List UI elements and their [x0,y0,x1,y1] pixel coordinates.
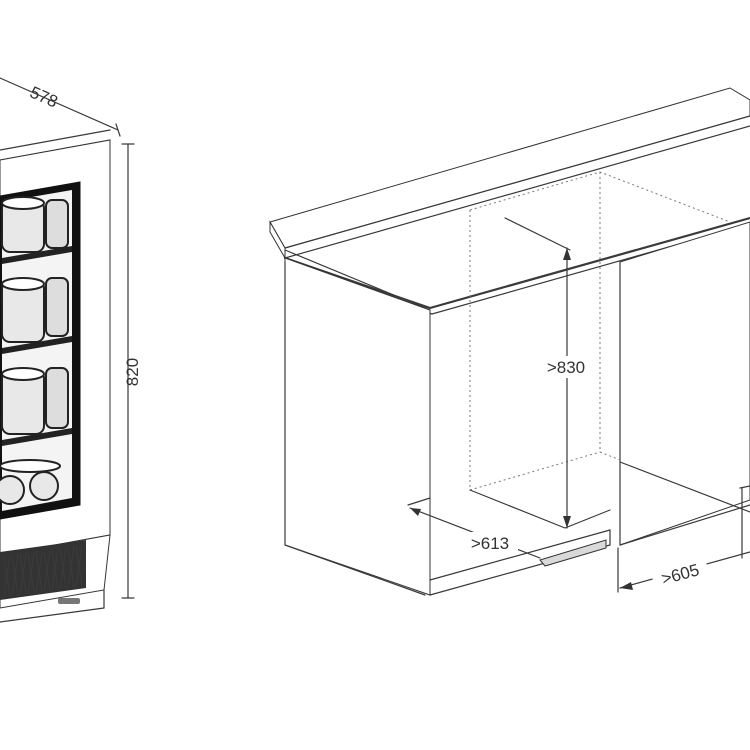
cabinet-height-label: >830 [547,358,585,377]
cabinet-depth-dimension: >613 [407,497,541,559]
cabinet-height-dimension: >830 [504,217,597,529]
fridge-height-label: 820 [123,358,142,386]
fridge-depth-label: 578 [27,83,61,112]
fridge-height-dimension: 820 [121,143,145,599]
cabinet-width-dimension: >605 [617,504,750,593]
cabinet-niche [269,87,750,596]
wine-fridge [0,129,111,623]
cabinet-width-label: >605 [659,560,701,588]
cabinet-depth-label: >613 [471,534,509,553]
left-cabinet [284,257,431,596]
bottle-row-2 [1,277,69,343]
bottle-row-3 [1,367,69,435]
fridge-shelves [2,246,72,446]
fridge-vent-grille [0,540,86,600]
fridge-depth-dimension: 578 [0,77,121,137]
fridge-foot [58,598,80,604]
niche-outline-dotted [469,171,731,491]
countertop [269,87,750,249]
right-cabinet [619,221,750,546]
bottle-row-4 [0,459,61,505]
bottle-row-1 [1,196,69,253]
